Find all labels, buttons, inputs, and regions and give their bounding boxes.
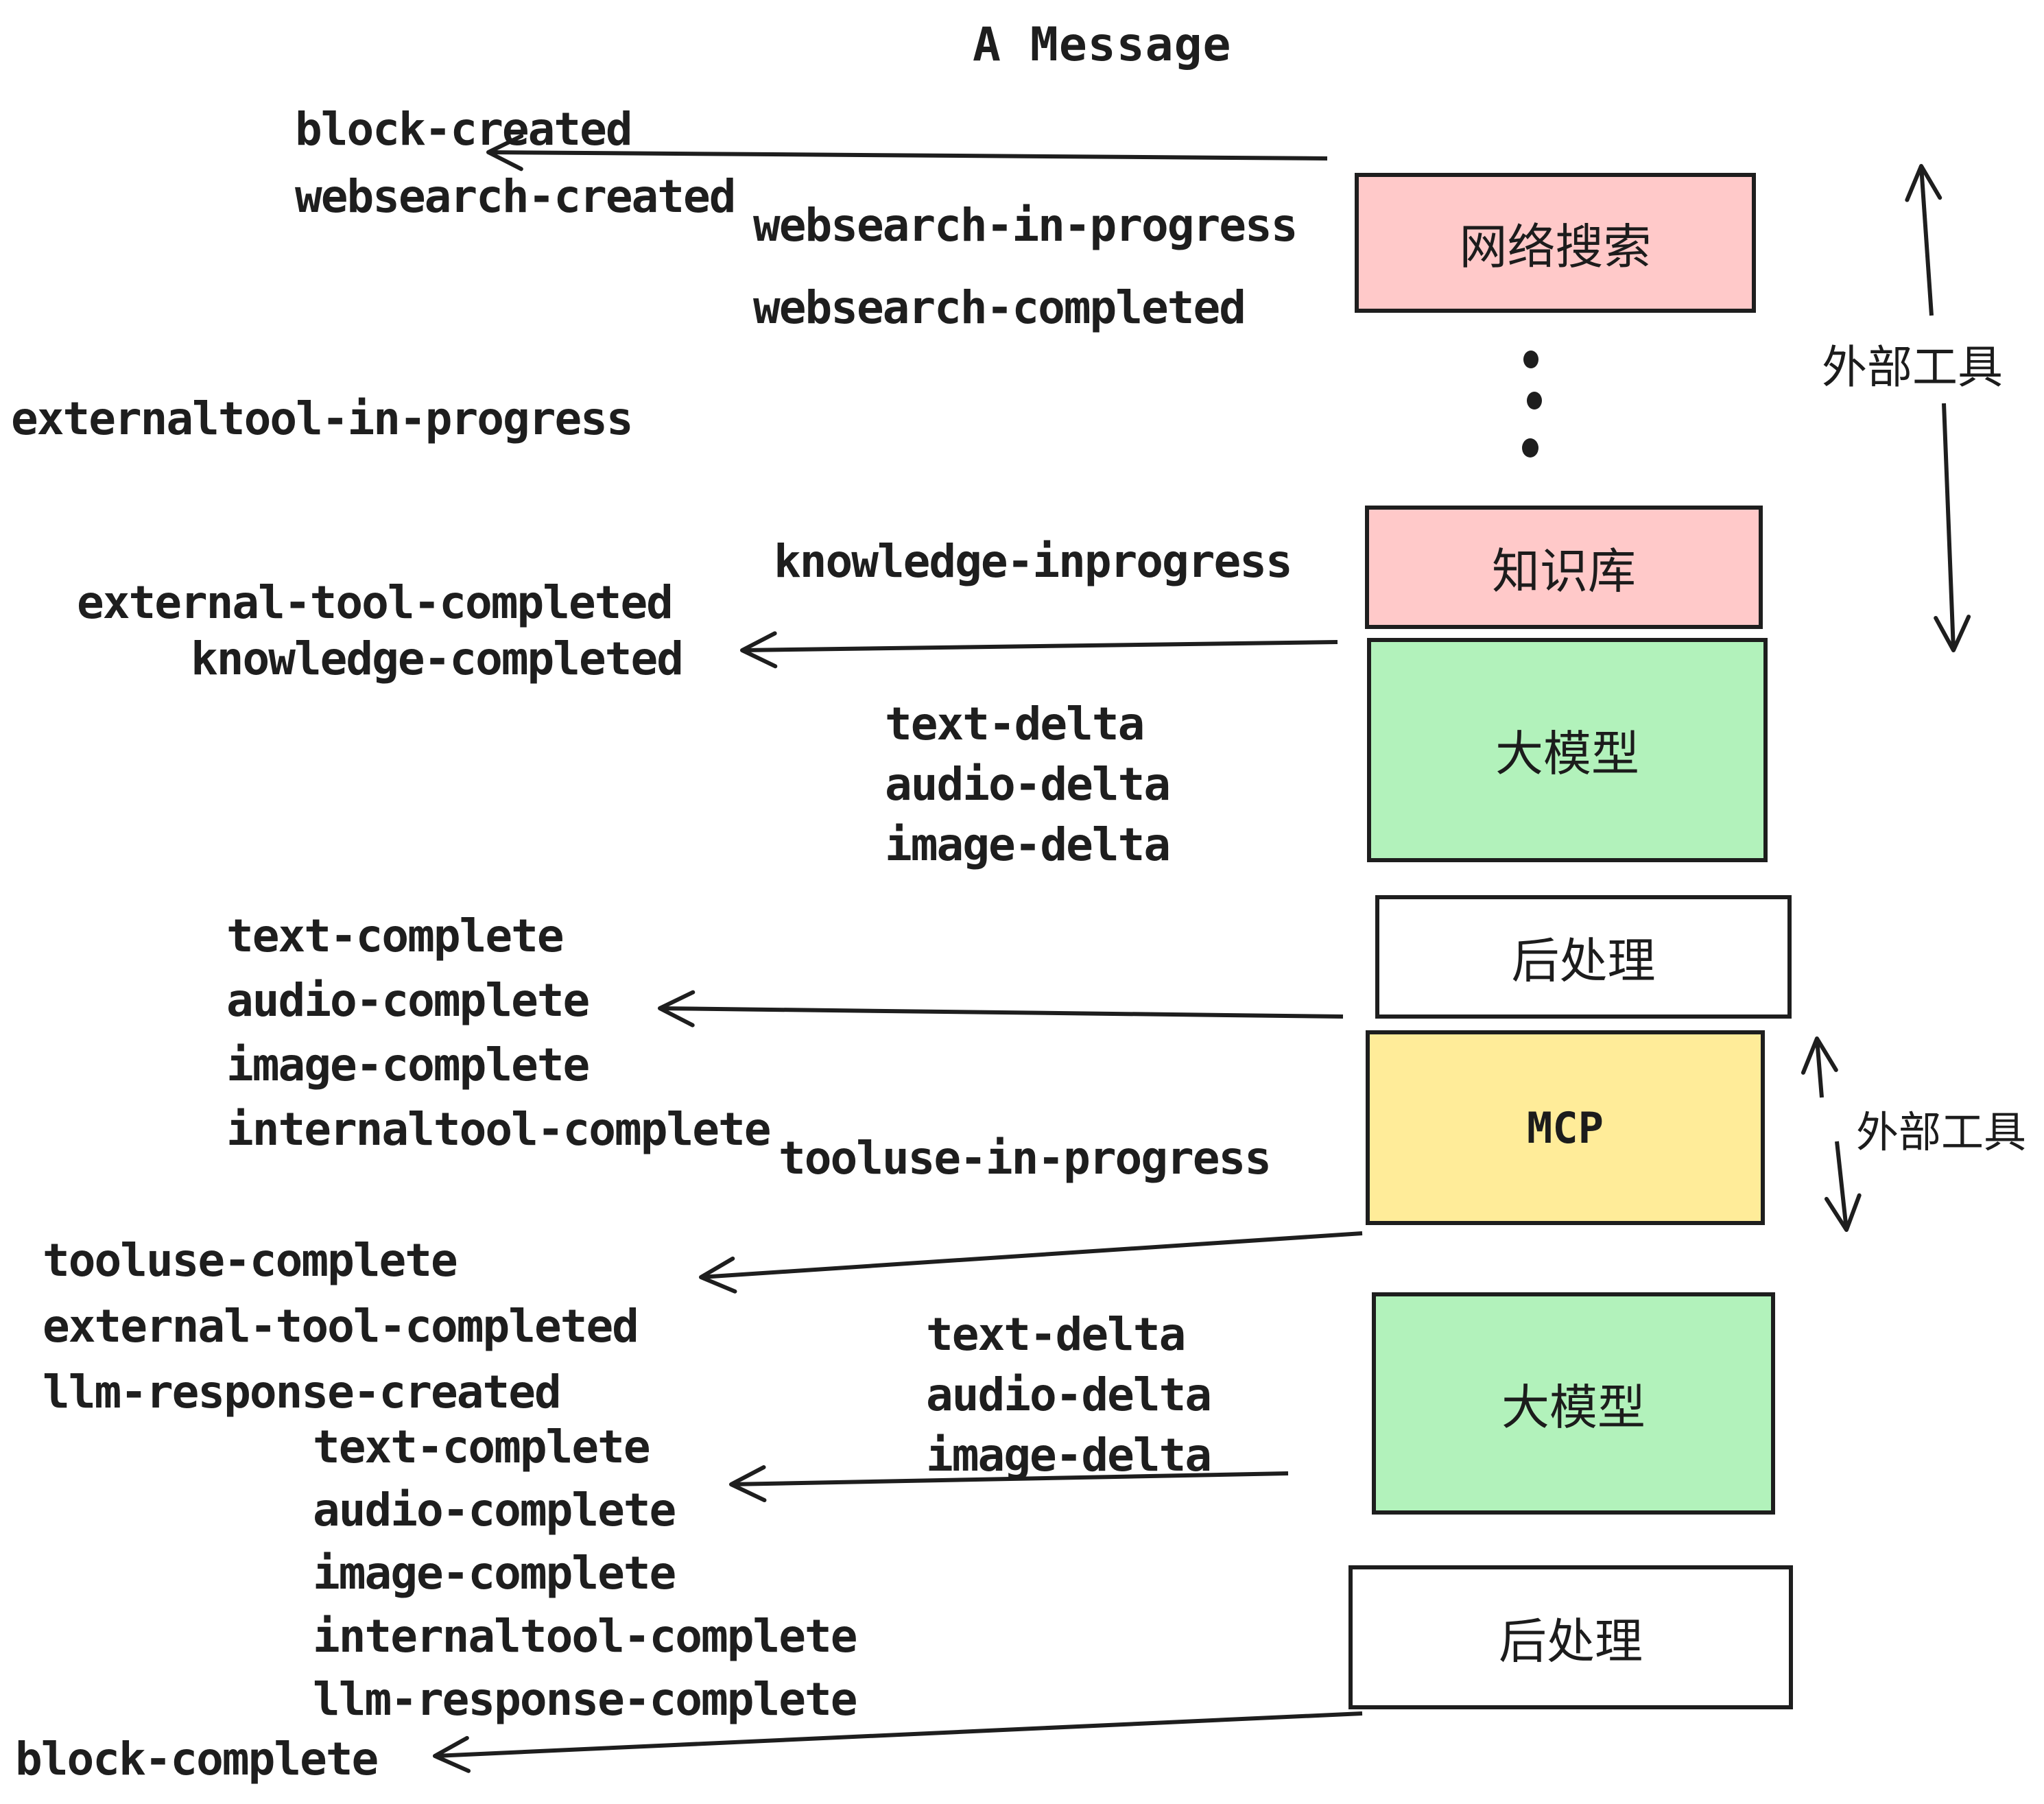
event-external-tool-completed: external-tool-completed [77, 576, 674, 629]
box-knowledge: 知识库 [1365, 506, 1763, 629]
event-text-complete-2: text-complete [313, 1421, 651, 1473]
event-websearch-created: websearch-created [295, 170, 737, 223]
event-image-complete-2: image-complete [313, 1547, 676, 1600]
arrow-knowledge-completed [740, 631, 1338, 669]
box-mcp-label: MCP [1527, 1102, 1604, 1153]
event-group-tooluse: tooluse-complete external-tool-completed… [43, 1228, 639, 1425]
mcp-external-tools-up-arrow [1801, 1036, 1838, 1098]
event-group-block-created: block-created websearch-created [295, 96, 737, 230]
mcp-external-tools-down-arrow [1824, 1141, 1862, 1232]
box-websearch: 网络搜索 [1355, 173, 1756, 313]
box-postprocess-2: 后处理 [1348, 1565, 1793, 1709]
box-websearch-label: 网络搜索 [1459, 218, 1652, 275]
external-tools-label-mcp: 外部工具 [1856, 1107, 2027, 1157]
event-audio-complete-1: audio-complete [226, 974, 590, 1027]
event-audio-delta-2: audio-delta [926, 1368, 1212, 1421]
event-group-complete-2: text-complete audio-complete image-compl… [313, 1416, 857, 1731]
ellipsis-dots [1522, 351, 1542, 458]
event-llm-response-created: llm-response-created [43, 1366, 562, 1419]
event-internaltool-complete-2: internaltool-complete [313, 1610, 857, 1663]
event-text-delta-2: text-delta [926, 1308, 1186, 1361]
arrow-tooluse-complete [699, 1231, 1363, 1294]
event-internaltool-complete-1: internaltool-complete [226, 1103, 771, 1156]
event-text-complete-1: text-complete [226, 910, 565, 962]
event-text-delta-1: text-delta [885, 698, 1145, 750]
event-group-delta-1: text-delta audio-delta image-delta [885, 694, 1171, 875]
box-llm-2-label: 大模型 [1501, 1379, 1645, 1436]
event-image-delta-2: image-delta [926, 1429, 1212, 1482]
event-websearch-in-progress: websearch-in-progress [753, 199, 1298, 252]
external-tools-down-arrow [1934, 403, 1971, 652]
diagram-title: A Message [973, 18, 1232, 72]
box-llm-2: 大模型 [1372, 1292, 1775, 1515]
event-block-complete: block-complete [15, 1733, 379, 1785]
event-externaltool-in-progress: externaltool-in-progress [11, 392, 634, 445]
box-postprocess-1: 后处理 [1375, 895, 1792, 1019]
event-llm-response-complete: llm-response-complete [313, 1673, 857, 1726]
event-block-created: block-created [295, 103, 633, 156]
box-knowledge-label: 知识库 [1492, 543, 1636, 600]
event-audio-delta-1: audio-delta [885, 758, 1171, 811]
external-tools-label-top: 外部工具 [1822, 341, 2003, 394]
box-postprocess-2-label: 后处理 [1499, 1613, 1643, 1670]
box-postprocess-1-label: 后处理 [1511, 932, 1656, 989]
event-audio-complete-2: audio-complete [313, 1484, 676, 1536]
event-tooluse-complete: tooluse-complete [43, 1234, 458, 1287]
external-tools-up-arrow [1905, 164, 1942, 316]
event-knowledge-completed: knowledge-completed [191, 632, 684, 685]
event-knowledge-inprogress: knowledge-inprogress [774, 535, 1293, 588]
box-llm-1: 大模型 [1367, 638, 1768, 862]
box-mcp: MCP [1366, 1030, 1765, 1225]
event-websearch-completed: websearch-completed [753, 281, 1246, 334]
event-external-tool-completed-2: external-tool-completed [43, 1300, 639, 1353]
event-group-delta-2: text-delta audio-delta image-delta [926, 1305, 1212, 1486]
event-image-complete-1: image-complete [226, 1039, 590, 1091]
box-llm-1-label: 大模型 [1495, 726, 1639, 782]
event-image-delta-1: image-delta [885, 818, 1171, 871]
event-tooluse-in-progress: tooluse-in-progress [779, 1132, 1272, 1185]
event-group-complete-1: text-complete audio-complete image-compl… [226, 904, 771, 1162]
